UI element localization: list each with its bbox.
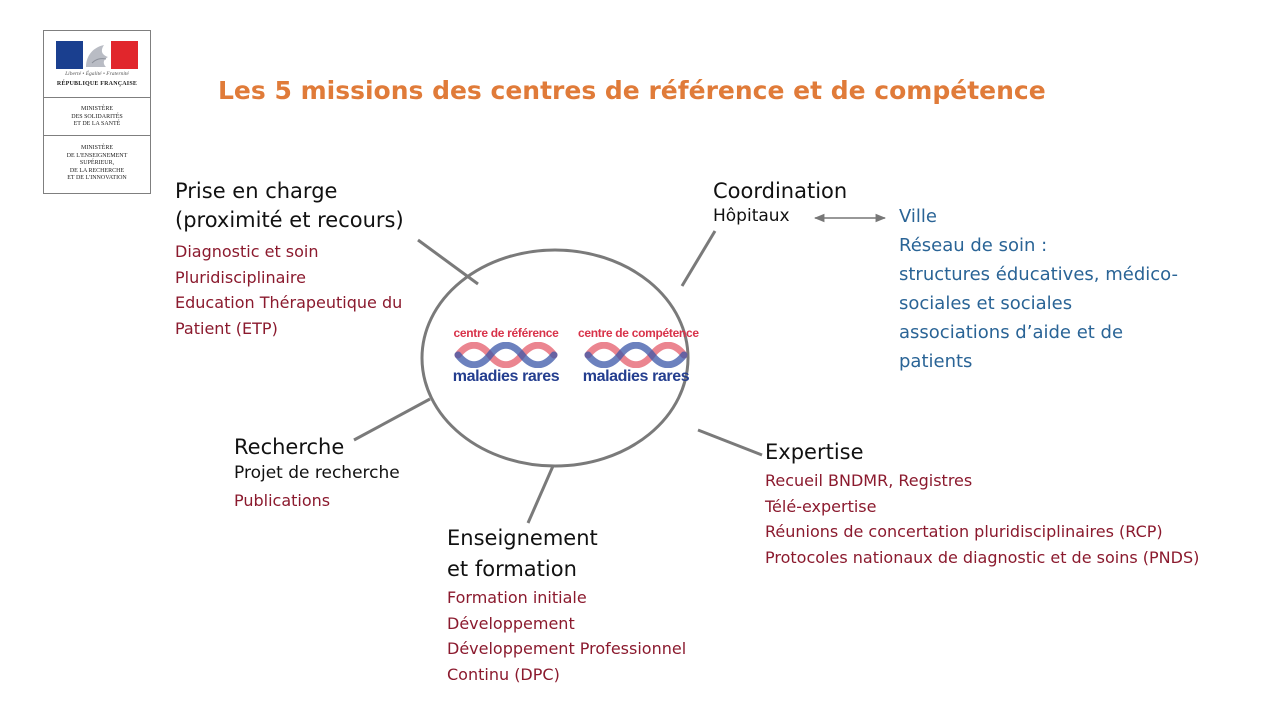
badge-centre-competence: centre de compétence maladies rares [578, 326, 699, 386]
marianne-flag-icon [56, 41, 138, 69]
mission-heading: et formation [447, 557, 577, 581]
mission-heading: Prise en charge [175, 179, 338, 203]
connector-coordination [680, 230, 717, 287]
mission-heading: Recherche [234, 435, 345, 459]
partner-item: structures éducatives, médico- [899, 264, 1178, 285]
coordination-partners: Ville Réseau de soin : structures éducat… [899, 202, 1178, 376]
dna-ribbon-icon [454, 342, 558, 368]
mission-item: Formation initiale [447, 588, 587, 607]
mission-heading: Expertise [765, 440, 864, 464]
mission-item: Réunions de concertation pluridisciplina… [765, 522, 1163, 541]
badge-left-bottom-label: maladies rares [452, 368, 560, 385]
mission-coordination: Coordination Hôpitaux [713, 177, 847, 229]
mission-item: Publications [234, 491, 331, 510]
mission-expertise: Expertise Recueil BNDMR, Registres Télé-… [765, 438, 1199, 570]
connector-expertise [697, 428, 763, 457]
ministry-logo: Liberté • Égalité • Fraternité RÉPUBLIQU… [43, 30, 151, 194]
badge-left-top-label: centre de référence [453, 326, 559, 340]
mission-heading: Enseignement [447, 526, 598, 550]
badge-right-bottom-label: maladies rares [582, 368, 690, 385]
mission-prise-en-charge: Prise en charge (proximité et recours) D… [175, 177, 404, 341]
mission-item: Recueil BNDMR, Registres [765, 471, 973, 490]
mission-recherche: Recherche Projet de recherche Publicatio… [234, 433, 400, 514]
mission-subheading: Projet de recherche [234, 463, 400, 483]
mission-subheading: Hôpitaux [713, 206, 790, 226]
connector-prise-en-charge [417, 238, 479, 286]
mission-item: Diagnostic et soin [175, 242, 319, 261]
badge-right-top-label: centre de compétence [578, 326, 699, 340]
partner-item: Réseau de soin : [899, 235, 1048, 256]
mission-item: Education Thérapeutique du [175, 293, 403, 312]
connector-recherche [353, 397, 431, 442]
ministry-enseignement: MINISTÈRE DE L'ENSEIGNEMENT SUPÉRIEUR, D… [66, 145, 128, 181]
mission-item: Continu (DPC) [447, 664, 560, 684]
badge-centre-reference: centre de référence maladies rares [450, 326, 562, 386]
partner-item: sociales et sociales [899, 293, 1073, 314]
republique-francaise-label: RÉPUBLIQUE FRANÇAISE [56, 81, 138, 87]
partner-item: patients [899, 351, 973, 372]
mission-item: Télé-expertise [765, 496, 877, 516]
dna-ribbon-icon [584, 342, 688, 368]
mission-item: Développement Professionnel [447, 639, 687, 658]
mission-item: Patient (ETP) [175, 318, 278, 338]
republic-motto: Liberté • Égalité • Fraternité [65, 71, 129, 77]
partner-item: Ville [899, 206, 937, 227]
connector-enseignement [526, 465, 555, 524]
mission-item: Développement [447, 613, 575, 633]
ministry-solidarites: MINISTÈRE DES SOLIDARITÉS ET DE LA SANTÉ [44, 98, 150, 136]
partner-item: associations d’aide et de [899, 322, 1124, 343]
mission-heading: (proximité et recours) [175, 208, 404, 232]
mission-enseignement: Enseignement et formation Formation init… [447, 524, 686, 687]
mission-item: Pluridisciplinaire [175, 267, 306, 287]
page-title: Les 5 missions des centres de référence … [218, 76, 1046, 105]
marianne-logo: Liberté • Égalité • Fraternité RÉPUBLIQU… [44, 31, 150, 98]
mission-heading: Coordination [713, 179, 848, 203]
mission-item: Protocoles nationaux de diagnostic et de… [765, 547, 1200, 567]
